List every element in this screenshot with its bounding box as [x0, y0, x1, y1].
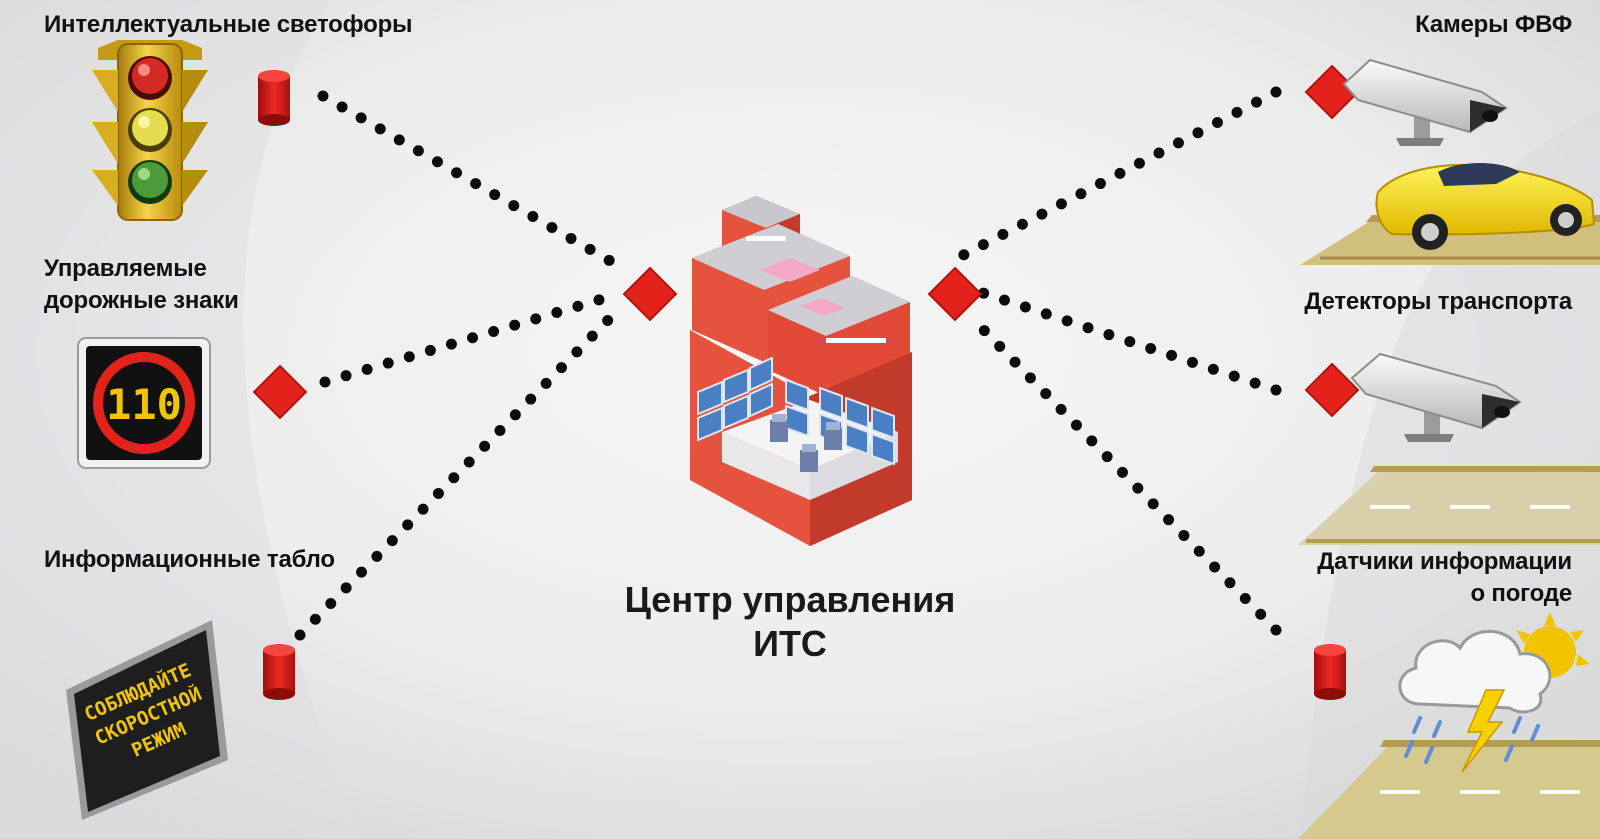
- photo-radar-camera-icon: [1342, 58, 1508, 146]
- connector-diamond-hub-right: [927, 266, 983, 322]
- control-center-building-icon: [690, 196, 912, 546]
- link-detectors: [968, 284, 1282, 396]
- label-weather-line-2: о погоде: [1470, 580, 1573, 607]
- connector-diamond-road-signs: [252, 364, 308, 420]
- speed-value: 110: [106, 380, 182, 429]
- connectors: [252, 64, 1360, 420]
- hub-title-line-2: ИТС: [753, 623, 827, 664]
- link-cameras: [944, 86, 1282, 268]
- connector-diamond-hub-left: [622, 266, 678, 322]
- label-info-boards: Информационные табло: [44, 546, 335, 573]
- connector-cylinder-weather: [1314, 644, 1346, 700]
- label-weather-line-1: Датчики информации: [1317, 548, 1572, 575]
- link-road-signs: [319, 290, 618, 388]
- speed-sign-icon: 110: [77, 337, 211, 469]
- link-weather: [970, 316, 1282, 636]
- weather-cloud-sun-icon: [1398, 612, 1590, 773]
- hub-title-line-1: Центр управления: [624, 579, 956, 620]
- connector-cylinder-info-boards: [263, 644, 295, 700]
- road-segment-2: [1298, 466, 1600, 545]
- info-board-icon: СОБЛЮДАЙТЕ СКОРОСТНОЙ РЕЖИМ: [66, 620, 228, 820]
- connectors-cylinders: [258, 70, 1346, 700]
- label-road-signs-line-1: Управляемые: [44, 255, 207, 282]
- connector-cylinder-traffic-lights: [258, 70, 290, 126]
- label-detectors: Детекторы транспорта: [1304, 288, 1572, 315]
- road-segment-3: [1298, 740, 1600, 839]
- label-traffic-lights: Интеллектуальные светофоры: [44, 11, 413, 38]
- hub-title: Центр управления ИТС: [560, 578, 1020, 666]
- traffic-detector-camera-icon: [1350, 352, 1522, 442]
- connections: [294, 86, 1282, 641]
- sports-car-icon: [1375, 163, 1596, 250]
- label-road-signs-line-2: дорожные знаки: [44, 287, 239, 314]
- label-cameras: Камеры ФВФ: [1415, 11, 1572, 38]
- traffic-light-icon: [92, 40, 208, 221]
- connector-diamond-detectors: [1304, 362, 1360, 418]
- link-info-boards: [294, 310, 618, 641]
